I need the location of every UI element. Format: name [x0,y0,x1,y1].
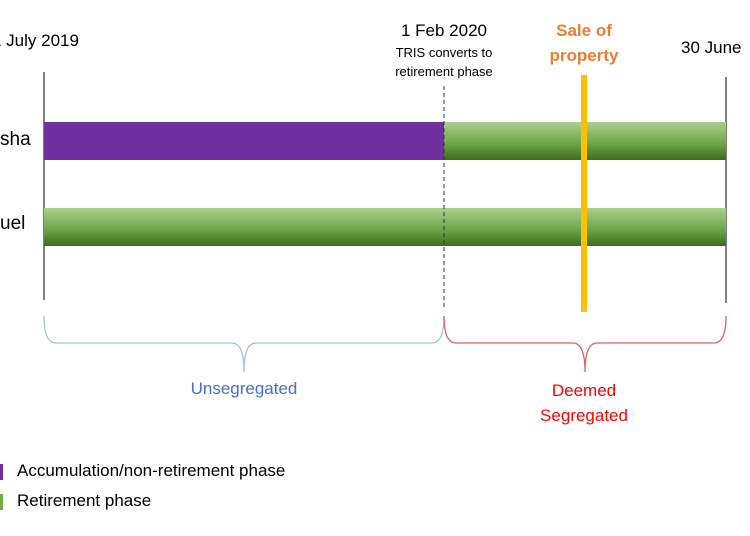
person-label-1: sha [0,129,31,150]
legend-swatch-accumulation [0,464,3,480]
row1-accumulation-bar [44,122,444,160]
unsegregated-brace [43,315,445,373]
legend-swatch-retirement [0,494,3,510]
unsegregated-label: Unsegregated [190,379,298,398]
mid-date-label: 1 Feb 2020 [400,21,488,40]
sale-label-line1: Sale of [556,21,612,40]
mid-note-line2: retirement phase [395,64,493,79]
segregated-label-line1: Deemed [551,381,617,400]
row2-retirement-bar [44,208,726,246]
legend-label-retirement: Retirement phase [17,491,152,510]
segregated-brace [443,315,727,373]
sale-label-line2: property [549,46,619,65]
mid-note-line1: TRIS converts to [395,45,493,60]
segregated-label-line2: Segregated [540,406,628,425]
start-date-label: 1 July 2019 [0,31,79,50]
person-label-2: uel [0,213,26,234]
sale-line [581,75,587,312]
end-date-label: 30 June [681,38,742,57]
legend-label-accumulation: Accumulation/non-retirement phase [17,461,286,480]
